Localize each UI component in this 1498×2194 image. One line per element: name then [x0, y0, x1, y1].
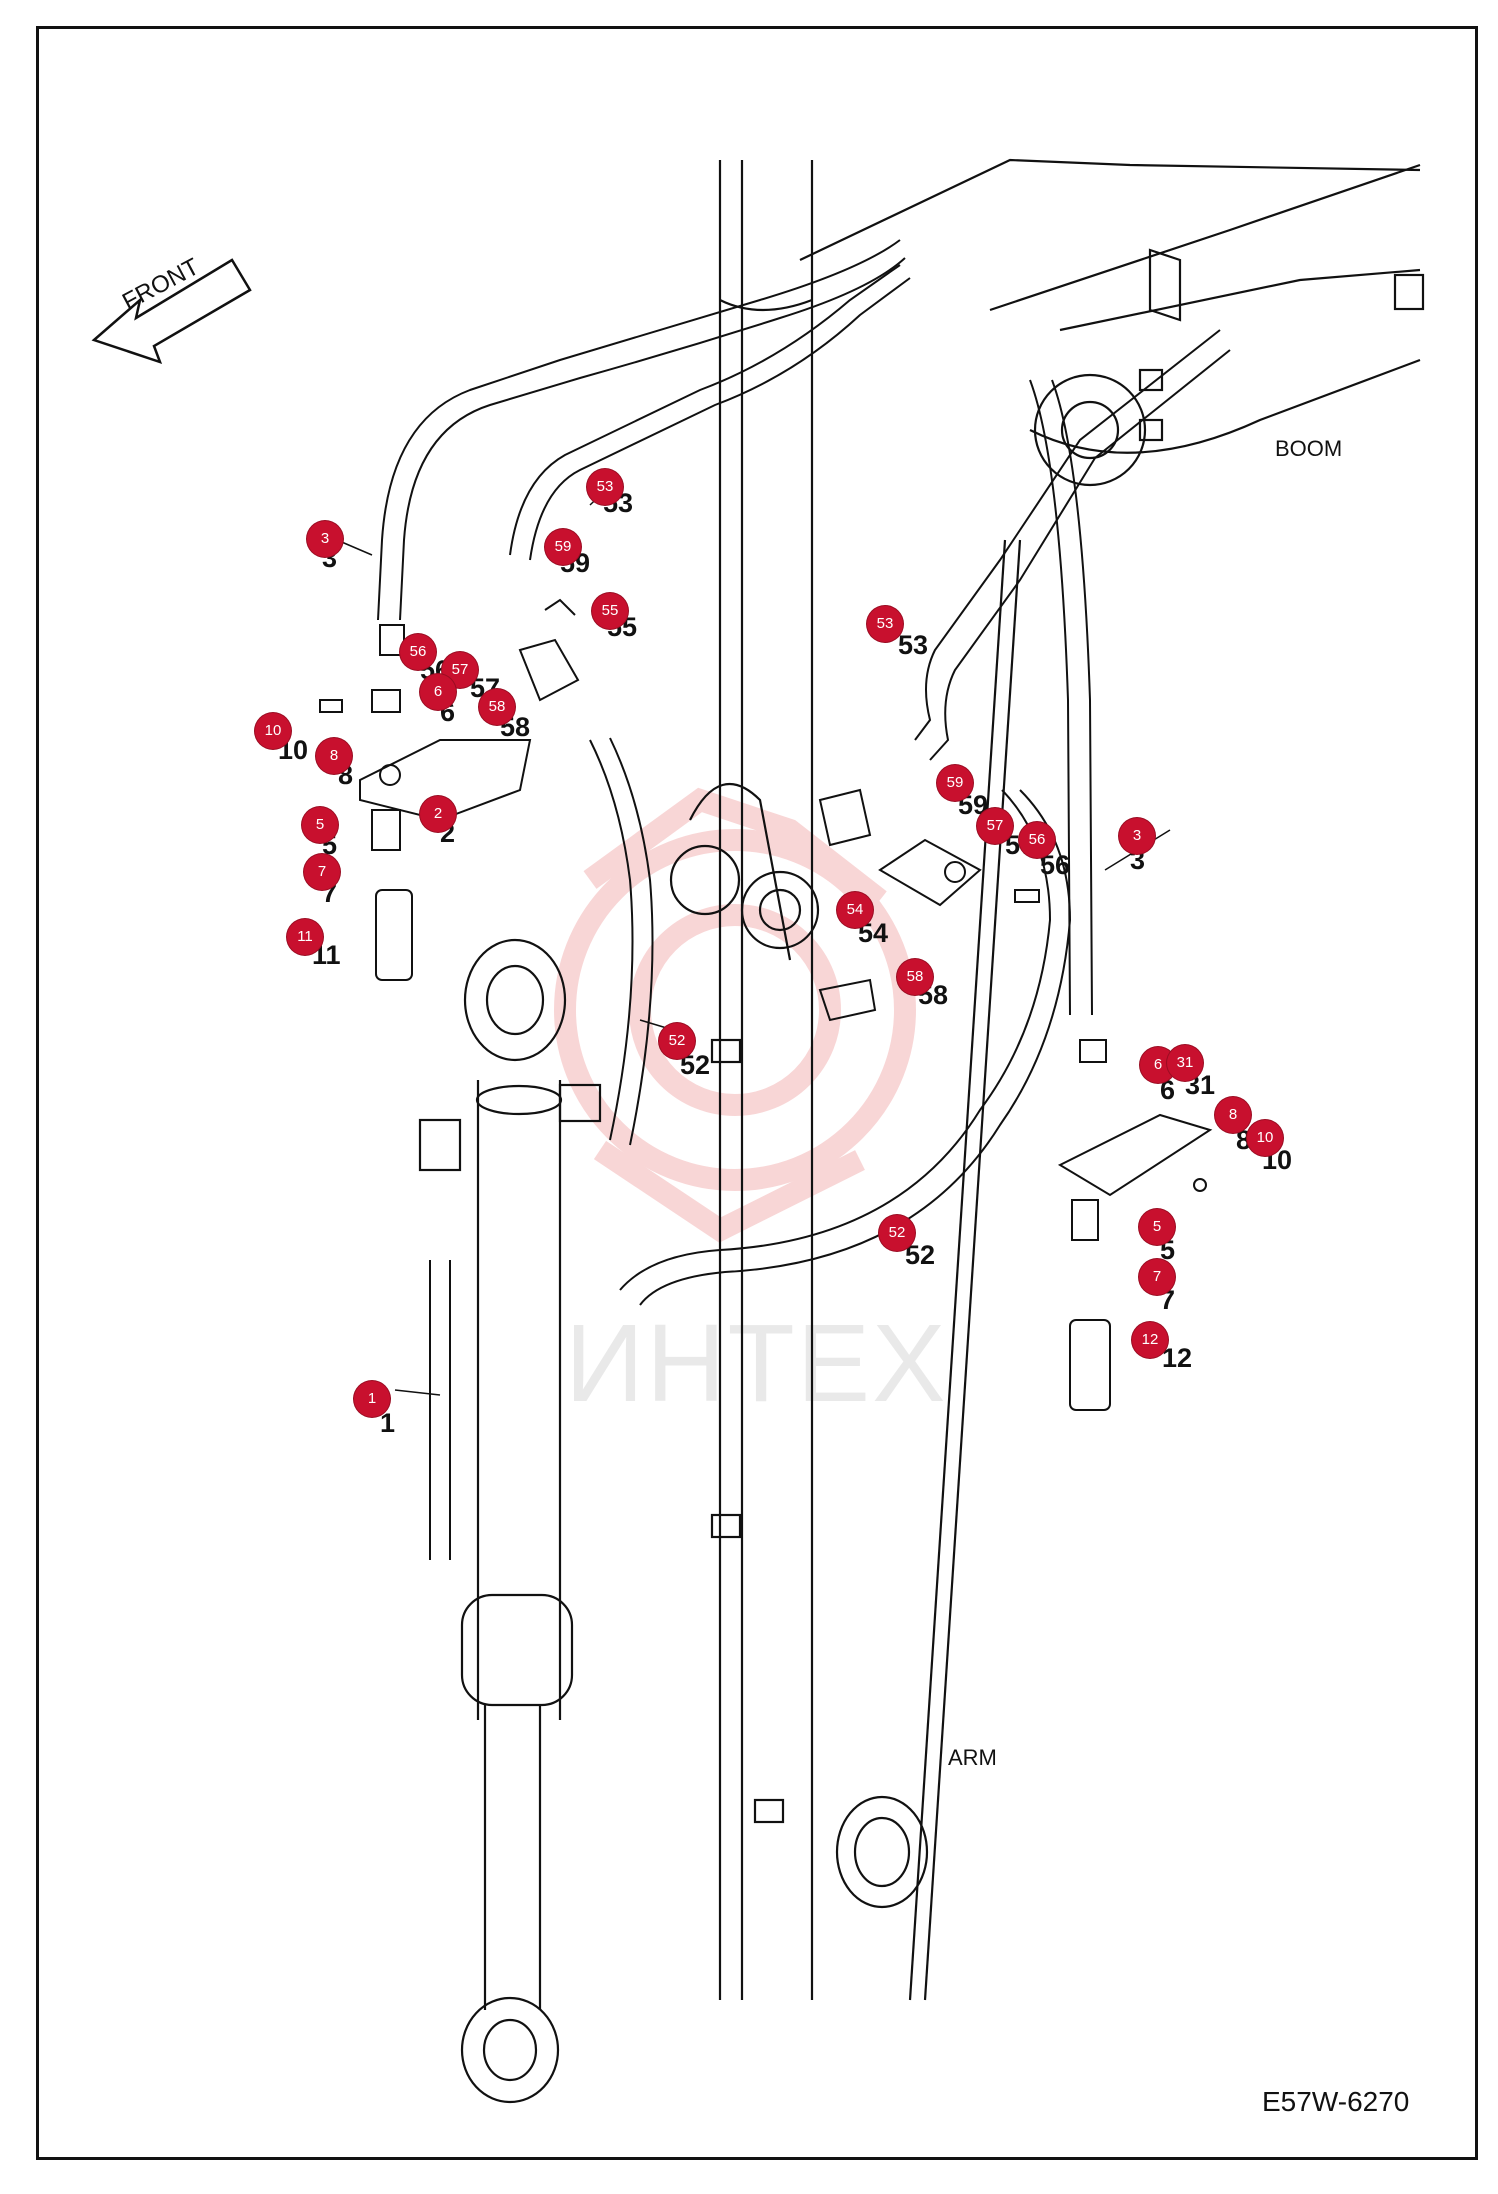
- callout-badge[interactable]: 58: [897, 959, 933, 995]
- callout-badge[interactable]: 8: [1215, 1097, 1251, 1133]
- callout-badge[interactable]: 10: [1247, 1120, 1283, 1156]
- boom-structure: [799, 158, 1425, 487]
- callout-badge[interactable]: 8: [316, 738, 352, 774]
- part-number: 53: [898, 630, 929, 660]
- hose-lines: [377, 239, 1231, 1560]
- callout-badge[interactable]: 11: [287, 919, 323, 955]
- drawing-frame: [36, 26, 1478, 2160]
- callout-badge[interactable]: 54: [837, 892, 873, 928]
- callout-badge[interactable]: 7: [1139, 1259, 1175, 1295]
- part-number: 6: [1160, 1075, 1176, 1105]
- callout-badge[interactable]: 57: [977, 808, 1013, 844]
- callout-badge[interactable]: 58: [479, 689, 515, 725]
- callout-badge[interactable]: 10: [255, 713, 291, 749]
- callout-badge[interactable]: 31: [1167, 1045, 1203, 1081]
- callout-badge[interactable]: 7: [304, 854, 340, 890]
- callout-badge[interactable]: 53: [867, 606, 903, 642]
- callout-badge[interactable]: 52: [879, 1215, 915, 1251]
- part-number: 1: [380, 1408, 396, 1438]
- arm-cylinder: [418, 938, 602, 2104]
- callout-badge[interactable]: 12: [1132, 1322, 1168, 1358]
- callout-badge[interactable]: 59: [937, 765, 973, 801]
- watermark-text: ИНТЕХ: [565, 1302, 948, 1425]
- callout-badge[interactable]: 55: [592, 593, 628, 629]
- callout-badge[interactable]: 5: [1139, 1209, 1175, 1245]
- callout-badge[interactable]: 52: [659, 1023, 695, 1059]
- callout-badge[interactable]: 3: [307, 521, 343, 557]
- callout-badge[interactable]: 59: [545, 529, 581, 565]
- callout-badge[interactable]: 53: [587, 469, 623, 505]
- callout-badge[interactable]: 6: [420, 674, 456, 710]
- arm-label: ARM: [948, 1745, 997, 1770]
- front-arrow-icon: [91, 258, 252, 365]
- callout-badge[interactable]: 5: [302, 807, 338, 843]
- boom-label: BOOM: [1275, 436, 1343, 461]
- callout-badge[interactable]: 56: [1019, 822, 1055, 858]
- callout-badge[interactable]: 3: [1119, 818, 1155, 854]
- callout-badge[interactable]: 1: [354, 1381, 390, 1417]
- callout-badge[interactable]: 56: [400, 634, 436, 670]
- left-bracket-assembly: [319, 598, 580, 981]
- arm-structure: [669, 160, 1022, 2001]
- part-number: 12: [1162, 1343, 1193, 1373]
- leader-lines: [336, 485, 1171, 1396]
- callout-badge[interactable]: 2: [420, 796, 456, 832]
- right-bracket-assembly: [818, 788, 1213, 1411]
- drawing-code: E57W-6270: [1262, 2086, 1410, 2117]
